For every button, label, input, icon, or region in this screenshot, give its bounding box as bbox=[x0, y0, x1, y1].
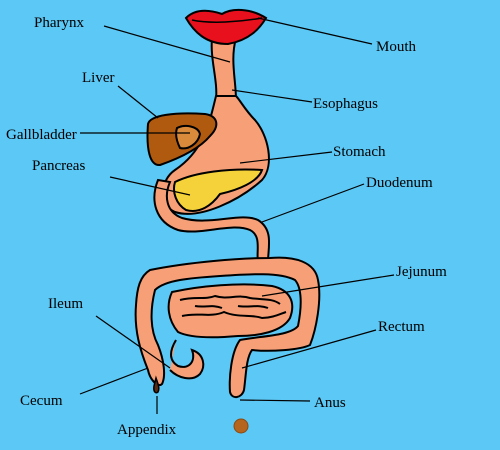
label-liver: Liver bbox=[82, 70, 114, 86]
label-appendix: Appendix bbox=[117, 422, 177, 438]
stool-dot bbox=[233, 418, 249, 434]
label-jejunum: Jejunum bbox=[396, 264, 447, 280]
label-anus: Anus bbox=[314, 395, 346, 411]
label-mouth: Mouth bbox=[376, 39, 417, 55]
pancreas-organ bbox=[173, 168, 264, 212]
gallbladder-organ bbox=[175, 125, 202, 150]
label-pancreas: Pancreas bbox=[32, 158, 85, 174]
label-stomach: Stomach bbox=[333, 144, 386, 160]
label-duodenum: Duodenum bbox=[366, 175, 433, 191]
label-gallbladder: Gallbladder bbox=[6, 127, 77, 143]
appendix-organ bbox=[153, 375, 160, 394]
mouth-organ bbox=[184, 8, 268, 46]
esophagus-tube bbox=[210, 37, 238, 101]
label-ileum: Ileum bbox=[48, 296, 83, 312]
leader-lines bbox=[79, 17, 395, 414]
label-pharynx: Pharynx bbox=[34, 15, 84, 31]
small-intestine bbox=[167, 283, 294, 380]
label-rectum: Rectum bbox=[378, 319, 425, 335]
label-esophagus: Esophagus bbox=[313, 96, 378, 112]
label-cecum: Cecum bbox=[20, 393, 63, 409]
